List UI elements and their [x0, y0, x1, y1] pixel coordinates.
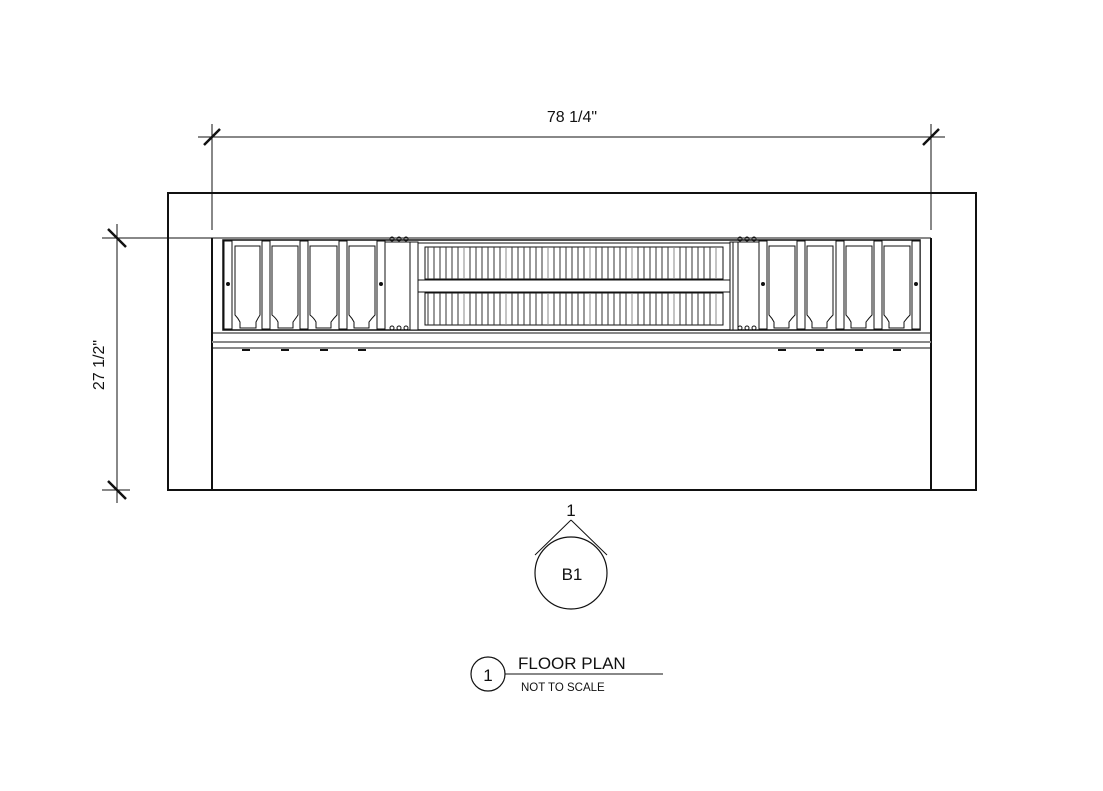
drawing-title: FLOOR PLAN	[518, 654, 626, 673]
left-bottle-rack	[223, 240, 386, 330]
drawing-scale: NOT TO SCALE	[521, 682, 605, 694]
height-dimension	[102, 224, 212, 503]
cabinet-outline	[167, 192, 977, 491]
section-number: 1	[566, 501, 575, 520]
section-marker[interactable]	[534, 519, 608, 610]
slats	[427, 247, 717, 325]
title-block	[470, 656, 663, 692]
center-slatted-panel	[417, 242, 731, 331]
right-bottle-rack	[758, 240, 921, 330]
width-dimension	[198, 124, 945, 230]
right-drawer-column	[729, 236, 764, 331]
left-drawer-column	[384, 236, 419, 331]
section-sheet: B1	[562, 565, 583, 584]
title-number: 1	[483, 666, 492, 685]
width-dimension-label: 78 1/4"	[547, 109, 597, 126]
height-dimension-label: 27 1/2"	[91, 340, 108, 390]
